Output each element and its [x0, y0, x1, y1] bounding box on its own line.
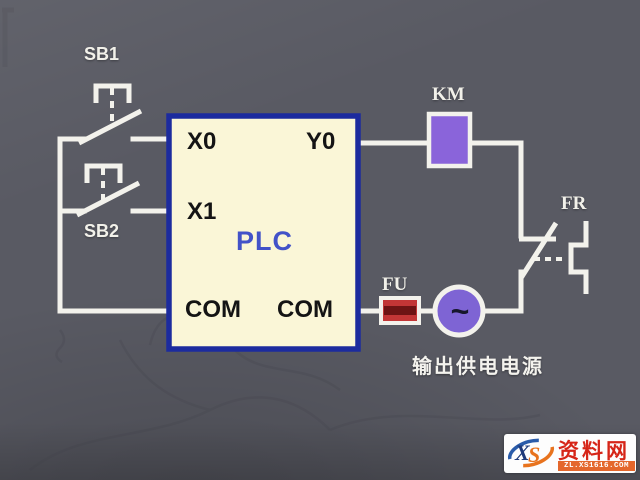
ac-source-circle [432, 284, 486, 338]
plc-terminal-com-left: COM [185, 296, 241, 323]
logo-blue-arc [507, 438, 539, 460]
watermark-logo [507, 438, 555, 468]
watermark-site-url: ZL.XS1616.COM [558, 461, 635, 471]
sb1-cap [93, 83, 132, 103]
sb1-pushbutton-symbol [77, 83, 143, 146]
sb1-label: SB1 [84, 44, 120, 64]
wire-left-rail [57, 136, 172, 314]
logo-letter-s: S [528, 442, 541, 467]
sb2-label: SB2 [84, 221, 120, 241]
watermark-site-name: 资料网 [558, 440, 630, 463]
fr-overload-symbol [518, 221, 589, 294]
plc-terminal-y0: Y0 [306, 128, 336, 155]
ac-sine-icon: ~ [450, 293, 470, 329]
logo-orange-arc [523, 446, 555, 468]
sb2-contact-blade [75, 180, 141, 218]
plc-terminal-x1: X1 [187, 198, 217, 225]
plc-terminal-x0: X0 [187, 128, 217, 155]
plc-terminal-com-right: COM [277, 296, 333, 323]
km-coil [426, 111, 473, 169]
wire-km-to-corner [466, 140, 524, 239]
plc-box [166, 113, 361, 352]
fr-label: FR [561, 193, 587, 214]
sb2-pushbutton-symbol [75, 163, 141, 218]
km-label: KM [432, 84, 465, 105]
plc-name: PLC [236, 226, 293, 256]
logo-letter-x: X [515, 440, 530, 465]
sb2-cap [84, 163, 123, 183]
fr-heater-element [568, 221, 589, 294]
wires [57, 136, 524, 314]
fu-label: FU [382, 274, 408, 295]
watermark-badge: X S 资料网 ZL.XS1616.COM [504, 434, 636, 473]
sb1-contact-blade [77, 108, 143, 146]
fr-contact-blade [518, 221, 559, 280]
wire-fr-to-source [483, 269, 524, 314]
fu-fuse-symbol [379, 296, 421, 325]
fuse-band [384, 306, 416, 315]
output-power-caption: 输出供电电源 [412, 356, 544, 378]
